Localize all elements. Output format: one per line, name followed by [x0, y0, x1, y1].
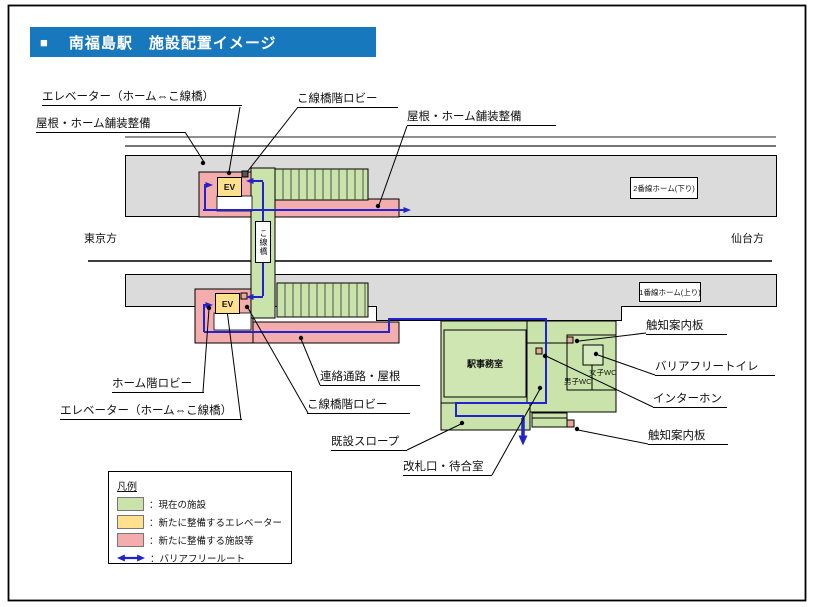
legend-label-new-facility: ：新たに整備する施設等	[149, 536, 254, 547]
legend: 凡例 ：現在の施設 ：新たに整備するエレベーター ：新たに整備する施設等 ：バリ…	[108, 471, 292, 565]
platform-1-label: 1番線ホーム(上り)	[639, 282, 701, 302]
leader-dots	[200, 160, 599, 432]
tactile-board-bottom-marker	[566, 419, 575, 428]
callout-tactile-board-top: 触知案内板	[646, 319, 727, 335]
stairs-lower	[276, 282, 369, 318]
equipment-markers	[240, 170, 575, 428]
overpass-label: こ線橋	[255, 221, 271, 263]
office-shape	[443, 329, 527, 398]
callout-roof-paving-left: 屋根・ホーム舗装整備	[36, 117, 185, 133]
legend-item-new-elevator: ：新たに整備するエレベーター	[117, 515, 283, 529]
callout-elevator-bottom: エレベーター（ホーム⇔こ線橋）	[60, 404, 242, 420]
station-building	[440, 320, 617, 431]
callout-ticket-gate: 改札口・待合室	[403, 460, 492, 476]
intercom-marker	[535, 347, 543, 355]
callout-elevator-top: エレベーター（ホーム⇔こ線橋）	[42, 90, 242, 106]
callout-barrier-free-toilet: バリアフリートイレ	[655, 360, 775, 376]
legend-swatch-current	[117, 497, 144, 511]
mens-wc-label: 男子WC	[564, 377, 592, 386]
legend-label-new-elevator: ：新たに整備するエレベーター	[149, 518, 283, 529]
legend-label-current: ：現在の施設	[149, 500, 207, 511]
title-bar: ■ 南福島駅 施設配置イメージ	[30, 27, 376, 57]
legend-label-route: ：バリアフリールート	[150, 554, 246, 565]
callout-overpass-lobby-top: こ線橋階ロビー	[297, 92, 398, 108]
tactile-board-top-marker	[566, 336, 574, 344]
legend-swatch-new-elevator	[117, 515, 144, 529]
elevator-box-upper: EV	[217, 177, 242, 197]
callout-passage-roof: 連絡通路・屋根	[320, 370, 420, 386]
leader-lines	[184, 106, 656, 476]
entrance-steps-shape	[531, 412, 568, 428]
lower-lobby-shape	[213, 312, 252, 331]
direction-tokyo: 東京方	[84, 233, 117, 245]
barrier-free-toilet-shape	[582, 344, 604, 366]
station-office-label: 駅事務室	[466, 359, 503, 369]
womens-wc-label: 女子WC	[589, 368, 617, 377]
legend-swatch-new-facility	[117, 533, 144, 547]
page-title: 南福島駅 施設配置イメージ	[68, 34, 277, 52]
callout-overpass-lobby-bottom: こ線橋階ロビー	[307, 398, 410, 414]
legend-heading: 凡例	[117, 482, 137, 493]
legend-item-route: ：バリアフリールート	[117, 551, 283, 565]
stairs-upper	[274, 168, 369, 201]
upper-lobby-shape	[216, 195, 253, 212]
callout-intercom: インターホン	[653, 392, 727, 408]
callout-tactile-board-bottom: 触知案内板	[648, 429, 728, 445]
overpass-lobby-marker-lower	[240, 292, 248, 300]
elevator-box-lower: EV	[215, 293, 240, 314]
callout-roof-paving-right: 屋根・ホーム舗装整備	[407, 110, 556, 126]
title-bullet: ■	[40, 34, 49, 50]
legend-item-new-facility: ：新たに整備する施設等	[117, 533, 283, 547]
platform-2-label: 2番線ホーム(下り)	[630, 177, 698, 199]
legend-item-current: ：現在の施設	[117, 497, 283, 511]
callout-existing-slope: 既設スロープ	[331, 435, 407, 451]
direction-sendai: 仙台方	[731, 233, 764, 245]
overpass-lobby-marker-upper	[241, 170, 249, 178]
callout-platform-lobby: ホーム階ロビー	[112, 377, 204, 393]
double-arrow-icon	[117, 554, 145, 562]
